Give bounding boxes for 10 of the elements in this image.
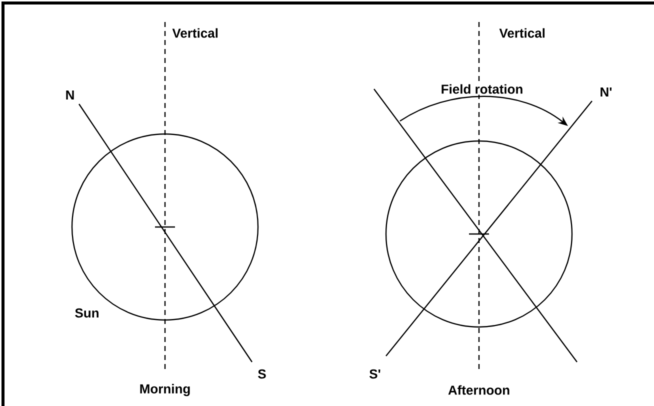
axis-label: Vertical: [171, 27, 220, 39]
arc-label: Field rotation: [440, 83, 524, 95]
axis-label: N: [64, 90, 76, 100]
caption-label: Morning: [138, 382, 192, 398]
axis-label: N': [598, 86, 614, 98]
axis-label: S: [256, 368, 268, 380]
axis-label: Vertical: [498, 27, 546, 39]
axis-label: S': [368, 368, 382, 380]
object-label: Sun: [74, 307, 100, 319]
caption-label: Afternoon: [446, 384, 512, 396]
